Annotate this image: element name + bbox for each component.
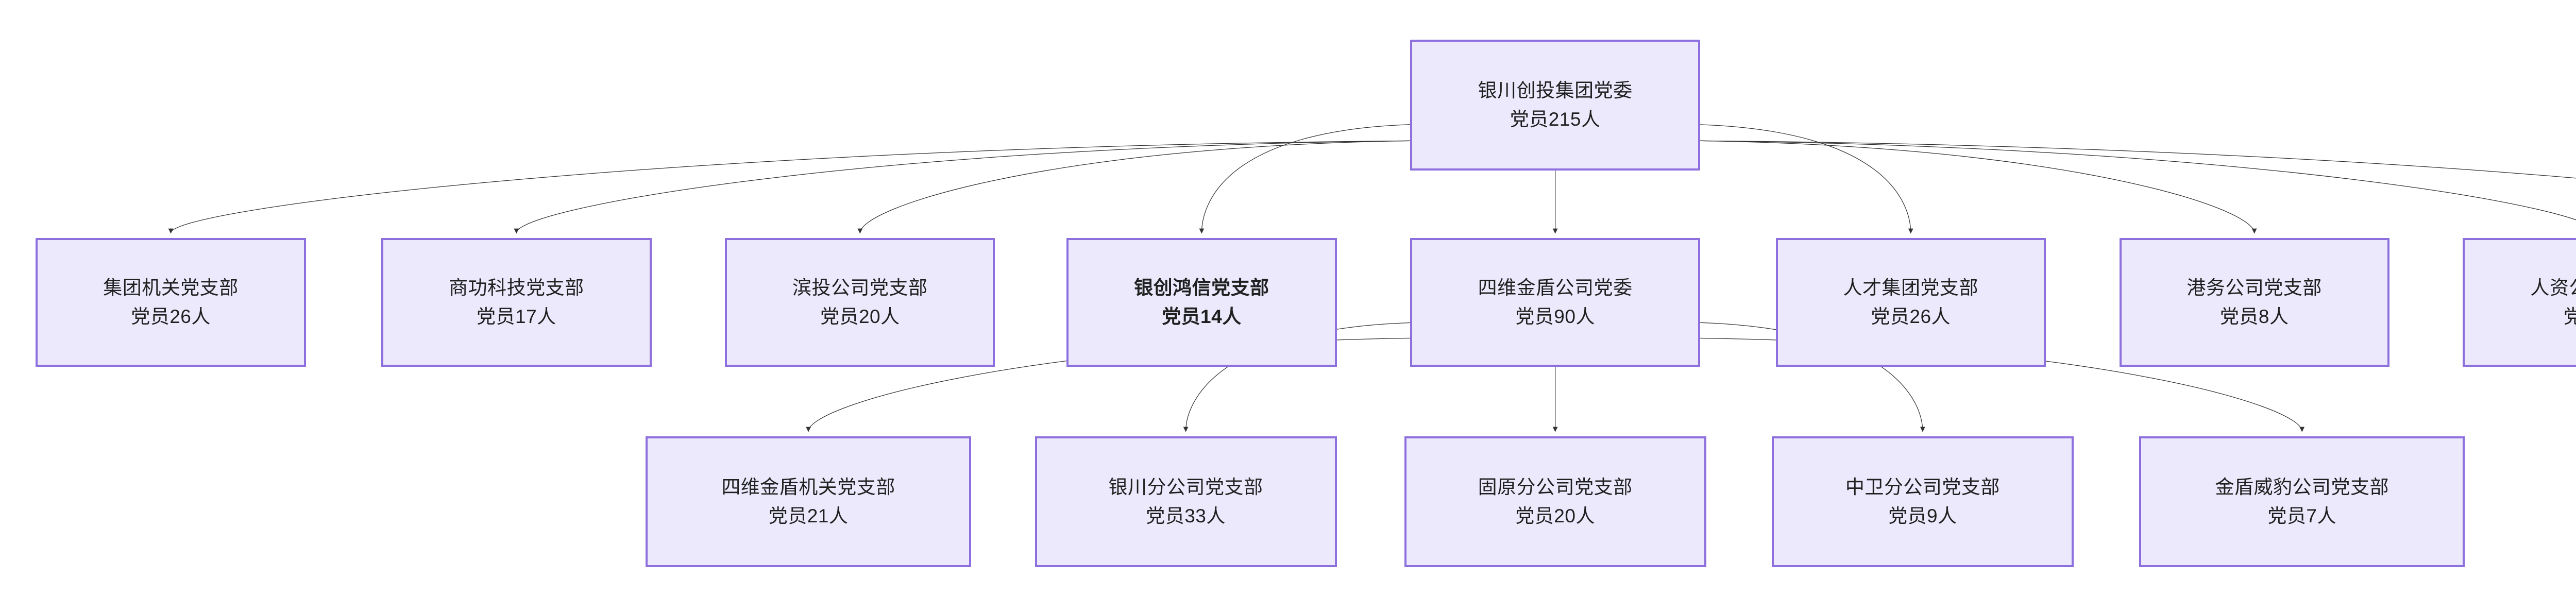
- org-node-members: 党员26人: [131, 306, 211, 328]
- org-node-yinchuang-hongxin-branch[interactable]: 银创鸿信党支部党员14人: [1066, 238, 1337, 367]
- org-node-hr-company-branch[interactable]: 人资公司党支部党员5人: [2463, 238, 2576, 367]
- org-node-members: 党员20人: [1515, 505, 1595, 527]
- org-node-members: 党员20人: [820, 306, 900, 328]
- org-node-members: 党员14人: [1162, 306, 1242, 328]
- org-node-members: 党员17人: [477, 306, 556, 328]
- org-node-name: 固原分公司党支部: [1478, 476, 1633, 498]
- org-edge-root-to-bintou-company-branch: [850, 141, 1410, 236]
- org-node-name: 中卫分公司党支部: [1845, 476, 2000, 498]
- org-edge-root-to-talent-group-branch: [1700, 125, 1921, 236]
- org-node-members: 党员5人: [2563, 306, 2576, 328]
- org-edge-root-to-group-agency-branch: [161, 141, 1411, 236]
- org-node-members: 党员90人: [1515, 306, 1595, 328]
- org-node-siwei-jindun-agency-branch[interactable]: 四维金盾机关党支部党员21人: [645, 436, 972, 568]
- org-node-name: 四维金盾机关党支部: [721, 476, 895, 498]
- org-node-shanggong-tech-branch[interactable]: 商功科技党支部党员17人: [381, 238, 652, 367]
- org-edge-root-to-yinchuang-hongxin-branch: [1192, 125, 1410, 236]
- org-node-members: 党员215人: [1510, 109, 1601, 130]
- org-node-name: 四维金盾公司党委: [1478, 277, 1633, 298]
- org-node-yinchuan-group-party-committee[interactable]: 银川创投集团党委党员215人: [1410, 40, 1701, 171]
- org-node-members: 党员8人: [2219, 306, 2289, 328]
- org-node-name: 滨投公司党支部: [792, 277, 928, 298]
- org-node-members: 党员9人: [1888, 505, 1957, 527]
- org-node-name: 金盾威豹公司党支部: [2215, 476, 2389, 498]
- org-node-name: 银川分公司党支部: [1108, 476, 1263, 498]
- org-node-members: 党员33人: [1146, 505, 1226, 527]
- org-node-members: 党员26人: [1871, 306, 1951, 328]
- org-node-name: 商功科技党支部: [449, 277, 584, 298]
- org-node-name: 人才集团党支部: [1843, 277, 1978, 298]
- org-node-bintou-company-branch[interactable]: 滨投公司党支部党员20人: [725, 238, 995, 367]
- org-node-port-company-branch[interactable]: 港务公司党支部党员8人: [2119, 238, 2389, 367]
- org-edge-root-to-landun-company-branch: [1700, 141, 2576, 233]
- org-node-group-agency-branch[interactable]: 集团机关党支部党员26人: [36, 238, 306, 367]
- org-node-members: 党员21人: [768, 505, 849, 527]
- org-node-jindun-weibao-company-branch[interactable]: 金盾威豹公司党支部党员7人: [2139, 436, 2465, 568]
- org-node-guyuan-subsidiary-branch[interactable]: 固原分公司党支部党员20人: [1404, 436, 1706, 568]
- org-node-name: 人资公司党支部: [2530, 277, 2576, 298]
- org-node-name: 银川创投集团党委: [1478, 79, 1633, 101]
- org-node-siwei-jindun-company-committee[interactable]: 四维金盾公司党委党员90人: [1410, 238, 1701, 367]
- org-node-name: 银创鸿信党支部: [1134, 277, 1269, 298]
- org-node-zhongwei-subsidiary-branch[interactable]: 中卫分公司党支部党员9人: [1771, 436, 2074, 568]
- org-node-name: 集团机关党支部: [103, 277, 239, 298]
- org-node-name: 港务公司党支部: [2187, 277, 2322, 298]
- org-edge-root-to-hr-company-branch: [1700, 141, 2576, 233]
- org-node-talent-group-branch[interactable]: 人才集团党支部党员26人: [1775, 238, 2046, 367]
- org-edge-root-to-port-company-branch: [1700, 141, 2264, 236]
- org-node-yinchuan-subsidiary-branch[interactable]: 银川分公司党支部党员33人: [1035, 436, 1337, 568]
- org-edge-root-to-shanggong-tech-branch: [507, 141, 1410, 236]
- org-node-members: 党员7人: [2267, 505, 2336, 527]
